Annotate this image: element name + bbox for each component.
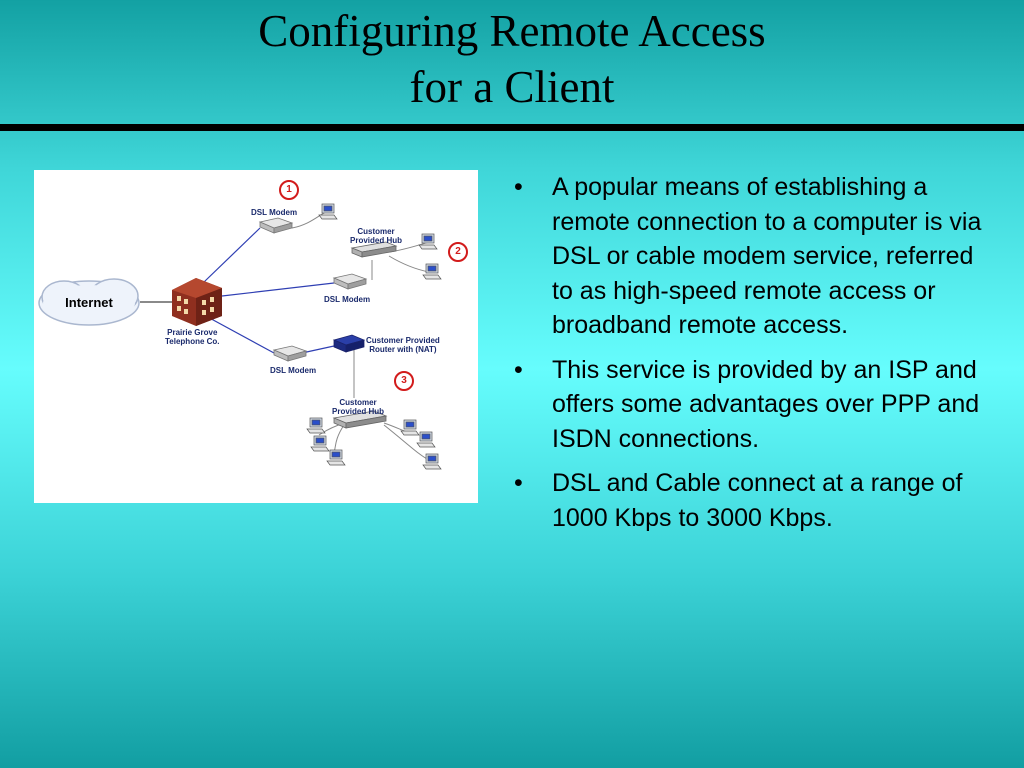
hub-2-label-line-1: Customer	[357, 227, 395, 236]
bullet-item: • A popular means of establishing a remo…	[512, 170, 992, 343]
step-3-badge: 3	[394, 371, 414, 391]
step-2-badge: 2	[448, 242, 468, 262]
computer-icon	[326, 449, 346, 466]
hub-3-label: Customer Provided Hub	[332, 398, 384, 416]
bullet-item: • DSL and Cable connect at a range of 10…	[512, 466, 992, 535]
title-line-1: Configuring Remote Access	[258, 6, 766, 56]
hub-3-icon	[332, 410, 388, 429]
title-divider	[0, 124, 1024, 131]
computer-icon	[418, 233, 438, 250]
bullet-marker: •	[514, 469, 523, 497]
network-diagram: Internet Prairie Grove Telephone Co. DSL…	[34, 170, 478, 503]
slide-title: Configuring Remote Access for a Client	[0, 0, 1024, 124]
bullet-marker: •	[514, 355, 523, 384]
dsl-modem-2-icon	[332, 273, 368, 290]
computer-icon	[310, 435, 330, 452]
step-1-badge: 1	[279, 180, 299, 200]
computer-icon	[422, 453, 442, 470]
dsl-modem-3-label: DSL Modem	[270, 366, 317, 375]
hub-3-label-line-2: Provided Hub	[332, 407, 385, 416]
isp-label-line-1: Prairie Grove	[167, 328, 218, 337]
bullet-text: A popular means of establishing a remote…	[552, 173, 982, 339]
bullet-text: DSL and Cable connect at a range of 1000…	[552, 469, 963, 532]
dsl-modem-2-label: DSL Modem	[324, 295, 371, 304]
dsl-modem-3-icon	[272, 345, 308, 362]
computer-icon	[416, 431, 436, 448]
network-diagram-graphic	[38, 203, 442, 470]
computer-icon	[318, 203, 338, 220]
computer-icon	[400, 419, 420, 436]
dsl-modem-1-label: DSL Modem	[251, 208, 298, 217]
bullet-marker: •	[514, 173, 523, 201]
hub-2-label: Customer Provided Hub	[350, 227, 402, 245]
isp-label-line-2: Telephone Co.	[165, 337, 220, 346]
hub-2-label-line-2: Provided Hub	[350, 236, 403, 245]
computer-icon	[422, 263, 442, 280]
isp-building-icon	[172, 278, 222, 326]
computer-icon	[306, 417, 326, 434]
router-icon	[332, 334, 366, 353]
bullet-list: • A popular means of establishing a remo…	[512, 170, 992, 545]
hub-2-icon	[350, 241, 398, 258]
bullet-text: This service is provided by an ISP and o…	[552, 355, 980, 453]
computer-icons	[306, 203, 442, 470]
router-label: Customer Provided Router with (NAT)	[366, 336, 440, 354]
bullet-item: • This service is provided by an ISP and…	[512, 353, 992, 457]
dsl-modem-1-icon	[258, 217, 294, 234]
title-line-2: for a Client	[409, 62, 615, 112]
isp-label: Prairie Grove Telephone Co.	[165, 328, 220, 346]
connection-lines	[140, 227, 335, 354]
router-label-line-2: Router with (NAT)	[369, 345, 437, 354]
hub-3-label-line-1: Customer	[339, 398, 377, 407]
internet-label: Internet	[65, 295, 113, 310]
internet-cloud-icon	[38, 278, 140, 326]
router-label-line-1: Customer Provided	[366, 336, 440, 345]
